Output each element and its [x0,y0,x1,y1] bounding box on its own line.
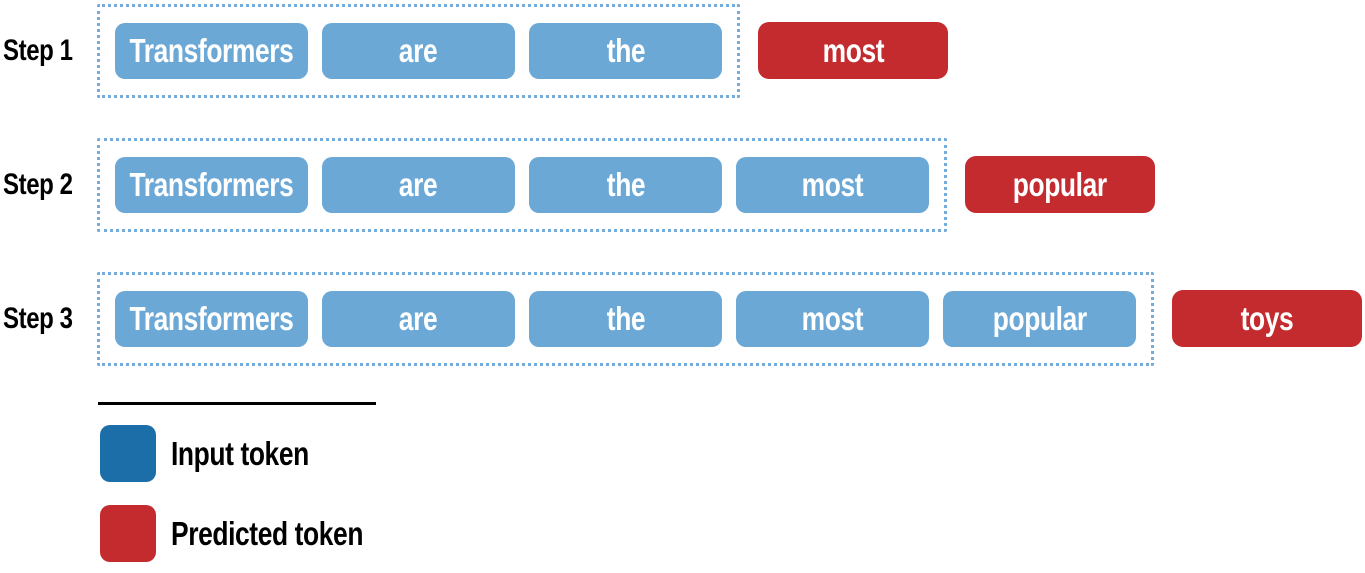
input-token-text: most [801,299,864,337]
step-label: Step 2 [0,167,97,201]
step-label: Step 3 [0,301,97,335]
input-token: most [736,290,929,347]
step-label-text: Step 1 [3,33,73,67]
input-token: the [529,22,722,79]
predicted-token-swatch [100,505,156,562]
predicted-token-text: toys [1240,299,1294,337]
legend-label-predicted-token: Predicted token [171,517,411,550]
input-token-text: are [399,31,438,69]
input-token: popular [943,290,1136,347]
step-label-text: Step 2 [3,167,73,201]
input-token-group: Transformers are the most popular [97,271,1154,366]
input-token: most [736,156,929,213]
step-row: Step 3 Transformers are the most popular toy… [0,271,1362,366]
legend-label-input-token-text: Input token [171,435,309,472]
input-token: Transformers [115,156,308,213]
predicted-token: toys [1172,290,1362,347]
input-token-group: Transformers are the most [97,137,947,232]
input-token-text: are [399,299,438,337]
legend-label-input-token: Input token [171,437,343,470]
input-token-text: most [801,165,864,203]
predicted-token-text: most [822,31,884,69]
input-token: Transformers [115,22,308,79]
legend-item-input-token: Input token [100,425,411,482]
input-token-text: Transformers [129,31,294,69]
predicted-token-text: popular [1013,165,1107,203]
input-token-group: Transformers are the [97,3,740,98]
input-token-text: are [399,165,438,203]
input-token: Transformers [115,290,308,347]
step-row: Step 2 Transformers are the most popular [0,137,1155,232]
input-token: are [322,156,515,213]
input-token: are [322,22,515,79]
predicted-token: popular [965,156,1155,213]
input-token-text: Transformers [129,299,294,337]
legend-label-predicted-token-text: Predicted token [171,515,364,552]
legend-item-predicted-token: Predicted token [100,505,411,562]
input-token-text: the [606,299,645,337]
legend-divider [98,402,376,405]
input-token-text: popular [992,299,1087,337]
input-token-text: the [606,165,645,203]
input-token: the [529,290,722,347]
input-token: the [529,156,722,213]
input-token-text: Transformers [129,165,294,203]
step-label-text: Step 3 [3,301,73,335]
input-token-text: the [606,31,645,69]
step-label: Step 1 [0,33,97,67]
input-token-swatch [100,425,156,482]
step-row: Step 1 Transformers are the most [0,3,948,98]
input-token: are [322,290,515,347]
predicted-token: most [758,22,948,79]
legend: Input token Predicted token [98,402,411,562]
